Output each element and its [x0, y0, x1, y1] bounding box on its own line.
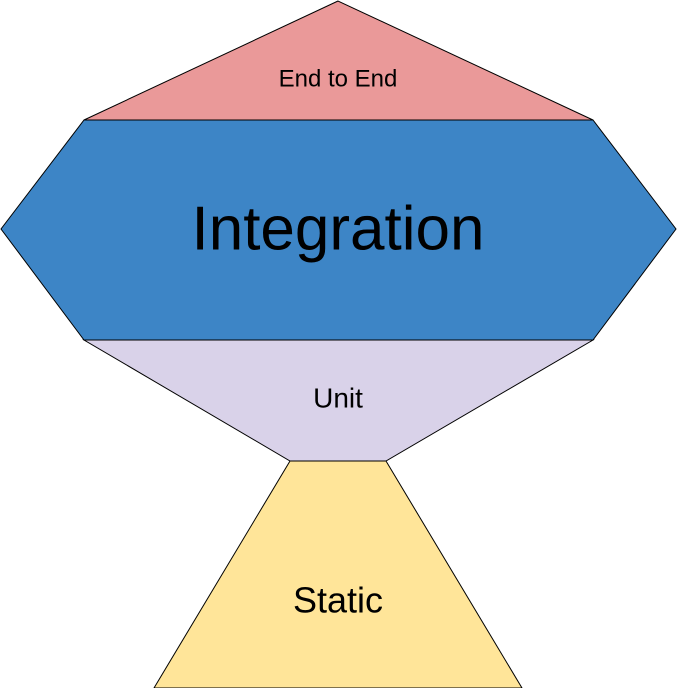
integration-label: Integration [192, 194, 485, 263]
static-label: Static [293, 580, 383, 621]
unit-label: Unit [313, 382, 363, 413]
end-to-end-label: End to End [279, 65, 398, 92]
static-section [153, 460, 523, 688]
end-to-end-section [83, 0, 594, 121]
